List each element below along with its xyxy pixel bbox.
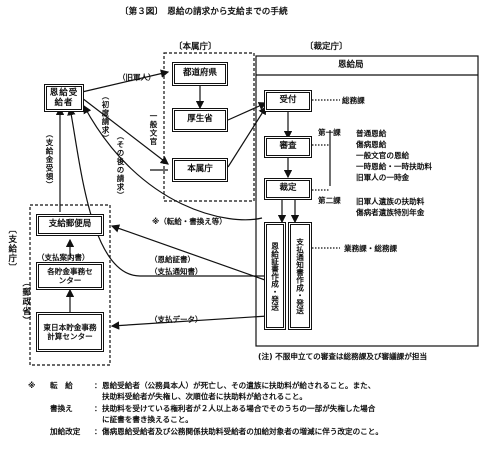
div1-item: 旧軍人の一時金	[356, 173, 410, 182]
note-text: 傷病恩給受給者及び公務関係扶助料受給者の加給対象者の増減に伴う改定のこと。	[102, 426, 383, 436]
page-title: 〔第３図〕 恩給の請求から支給までの手続	[120, 7, 288, 17]
div2-item: 旧軍人遺族の扶助料	[356, 197, 425, 206]
claimant-box: 恩給受給者	[44, 84, 84, 112]
shinsa-label: 審査	[279, 141, 297, 152]
footnote: (注) 不服申立ての審査は総務課及び審議課が担当	[258, 352, 428, 361]
prefecture-label: 都道府県	[182, 68, 217, 79]
post-office-label: 支給郵便局	[48, 219, 92, 230]
div1-item: 一時恩給・一時扶助料	[356, 162, 432, 171]
section-shikyu-sub: （郵政省）	[20, 278, 31, 326]
note-row: ※ 転 給 ： 恩給受給者（公務員本人）が死亡し、その遺族に扶助料が給されること…	[28, 381, 376, 390]
div2-item: 傷病者遺族特別年金	[356, 208, 425, 217]
uketsuke-box: 受付	[264, 90, 312, 112]
business-label: 業務課・総務課	[344, 244, 398, 253]
label-payment-data: （支払データ）	[150, 315, 203, 324]
savings-center-box: 各貯金事務センター	[36, 262, 104, 290]
label-pension-receipt: （支給金受領）	[45, 130, 54, 190]
label-subsequent-claim: （その後の請求）	[116, 132, 125, 200]
east-center-box: 東日本貯金事務計算センター	[36, 312, 104, 352]
note-text: 恩給受給者（公務員本人）が死亡し、その遺族に扶助料が給されること。また、	[102, 381, 376, 390]
note-mark	[28, 426, 50, 437]
notes: ※ 転 給 ： 恩給受給者（公務員本人）が死亡し、その遺族に扶助料が給されること…	[28, 380, 478, 437]
div1-item: 普通恩給	[356, 129, 387, 138]
note-text: 扶助料を受けている権利者が２人以上ある場合でそのうちの一部が失権した場合	[102, 403, 376, 413]
label-certificate: （恩給証書）	[150, 255, 195, 264]
div1-list: 普通恩給 傷病恩給 一般文官の恩給 一時恩給・一時扶助料 旧軍人の一時金	[356, 128, 432, 183]
note-cont: 扶助料受給者が失権し、次順位者に扶助料が給されること。	[102, 392, 308, 402]
saitei-label: 裁定	[279, 183, 297, 194]
label-payment-guide: （支払案内書）	[37, 253, 90, 262]
note-mark	[28, 403, 50, 414]
savings-center-label: 各貯金事務センター	[47, 266, 93, 285]
label-payment-notice: （支払通知書）	[150, 267, 203, 276]
certificate-box-label: 恩給証書作成・発送	[270, 241, 280, 311]
div1-item: 一般文官の恩給	[356, 151, 410, 160]
section-shikyu: 〔支給庁〕	[6, 225, 17, 273]
prefecture-box: 都道府県	[172, 62, 228, 86]
pension-bureau-label: 恩給局	[338, 60, 364, 70]
east-center-label: 東日本貯金事務計算センター	[43, 322, 97, 341]
note-term: 転 給	[50, 381, 73, 390]
note-mark: ※	[28, 381, 36, 390]
note-row: 加給改定 ： 傷病恩給受給者及び公務関係扶助料受給者の加給対象者の増減に伴う改定…	[28, 426, 478, 437]
honkyo-box: 本属庁	[172, 158, 228, 182]
note-row: 書換え ： 扶助料を受けている権利者が２人以上ある場合でそのうちの一部が失権した…	[28, 403, 478, 414]
label-general-staff: 一般文官	[149, 112, 158, 146]
section-honkyo: 〔本属庁〕	[174, 42, 217, 52]
post-office-box: 支給郵便局	[36, 214, 104, 236]
note-cont: に証書を書き換えること。	[102, 415, 193, 425]
mhw-label: 厚生省	[187, 114, 213, 125]
div1-item: 傷病恩給	[356, 140, 387, 149]
label-initial-claim: （初度請求）	[101, 92, 110, 143]
shinsa-box: 審査	[264, 136, 312, 158]
section-saitei: 〔裁定庁〕	[305, 42, 348, 52]
div1-title: 第一課	[318, 128, 341, 137]
label-transfer: ※（転給・書換え等）	[152, 217, 227, 226]
div2-list: 旧軍人遺族の扶助料 傷病者遺族特別年金	[356, 196, 424, 218]
mhw-box: 厚生省	[172, 108, 228, 132]
honkyo-label: 本属庁	[187, 164, 213, 175]
notice-box-label: 支払通知書作成・発送	[295, 238, 305, 314]
note-term: 加給改定	[50, 426, 81, 436]
claimant-label: 恩給受給者	[49, 87, 79, 108]
uketsuke-label: 受付	[279, 95, 297, 106]
notice-box: 支払通知書作成・発送	[288, 222, 312, 330]
div2-title: 第二課	[318, 196, 341, 205]
certificate-box: 恩給証書作成・発送	[264, 222, 286, 330]
saitei-box: 裁定	[264, 178, 312, 200]
general-affairs-label: 総務課	[342, 96, 365, 105]
label-former-soldier: （旧軍人）	[118, 73, 156, 82]
note-term: 書換え	[50, 403, 73, 413]
